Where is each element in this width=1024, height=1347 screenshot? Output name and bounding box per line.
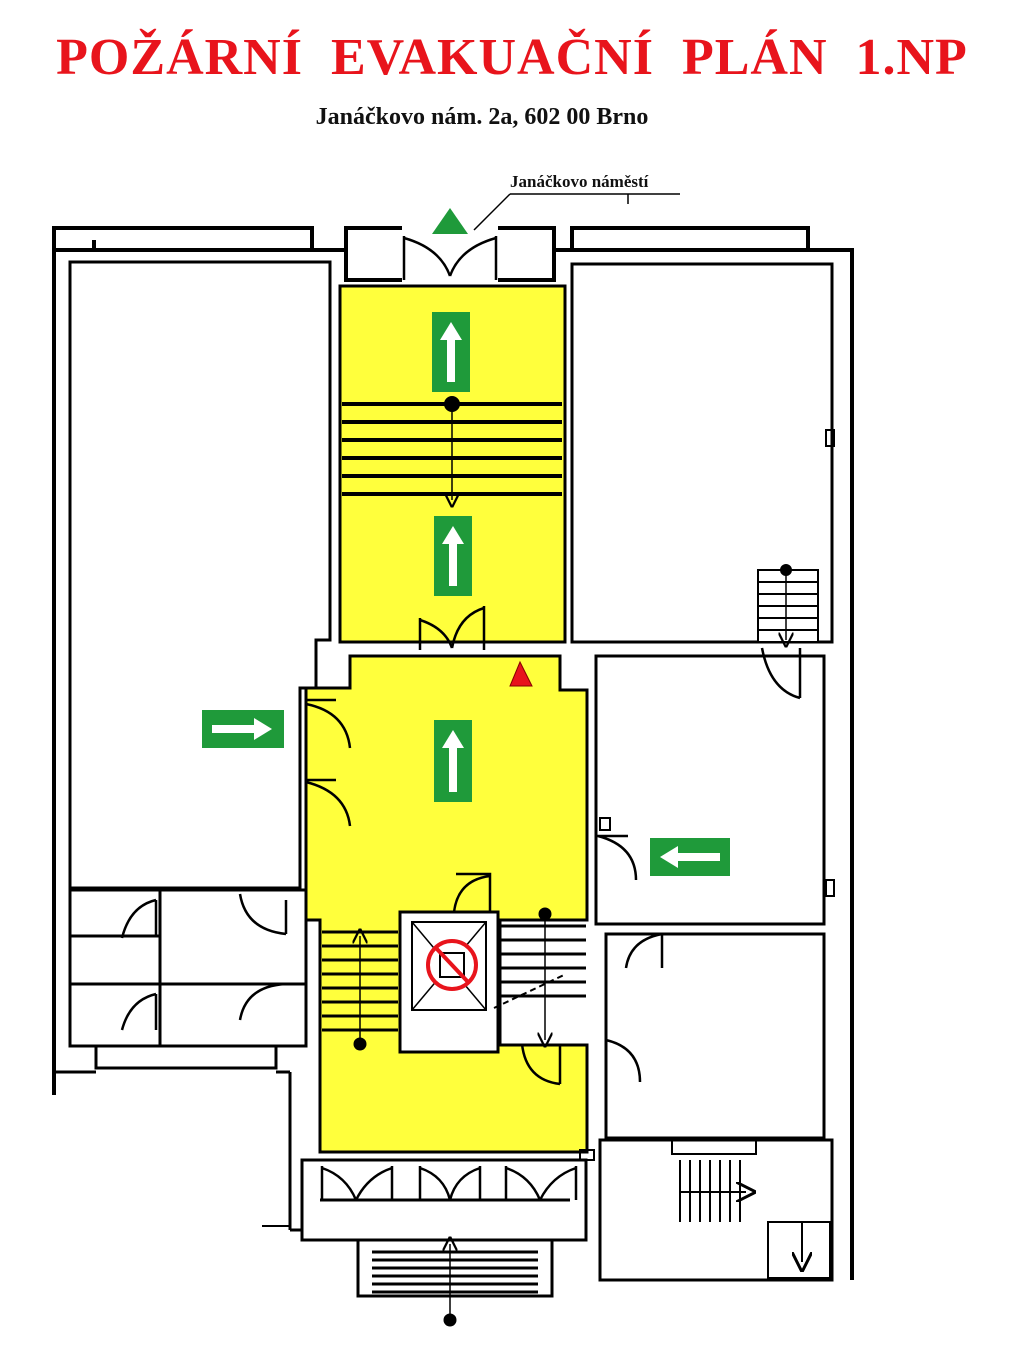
street-label: Janáčkovo náměstí xyxy=(510,172,649,191)
address-subtitle: Janáčkovo nám. 2a, 602 00 Brno xyxy=(315,104,649,130)
stairs-lower-left xyxy=(322,932,398,1051)
room-left xyxy=(68,260,332,890)
fire-alarm-triangle-icon xyxy=(509,660,533,687)
outer-walls xyxy=(52,226,854,1280)
room-right-middle xyxy=(594,654,826,926)
stairs-upper xyxy=(342,396,562,500)
stairs-annex xyxy=(598,1138,834,1282)
rooms-left-lower xyxy=(54,888,308,1232)
wall-details xyxy=(262,429,835,1227)
stairs-lower-right xyxy=(493,907,586,1040)
page-title: POŽÁRNÍ EVAKUAČNÍ PLÁN 1.NP xyxy=(56,29,968,86)
exit-arrow-left-icon xyxy=(650,838,730,876)
exit-arrow-up-icon xyxy=(434,720,472,802)
exit-arrow-up-icon xyxy=(432,312,470,392)
exit-arrow-right-icon xyxy=(202,710,284,748)
no-elevator-icon xyxy=(426,939,478,991)
room-right-lower xyxy=(604,932,826,1140)
assembly-point-triangle-icon xyxy=(432,208,468,234)
stairs-right-room xyxy=(757,564,819,642)
street-label-leader xyxy=(473,193,680,231)
doors xyxy=(120,236,802,1201)
exit-arrow-up-icon xyxy=(434,516,472,596)
